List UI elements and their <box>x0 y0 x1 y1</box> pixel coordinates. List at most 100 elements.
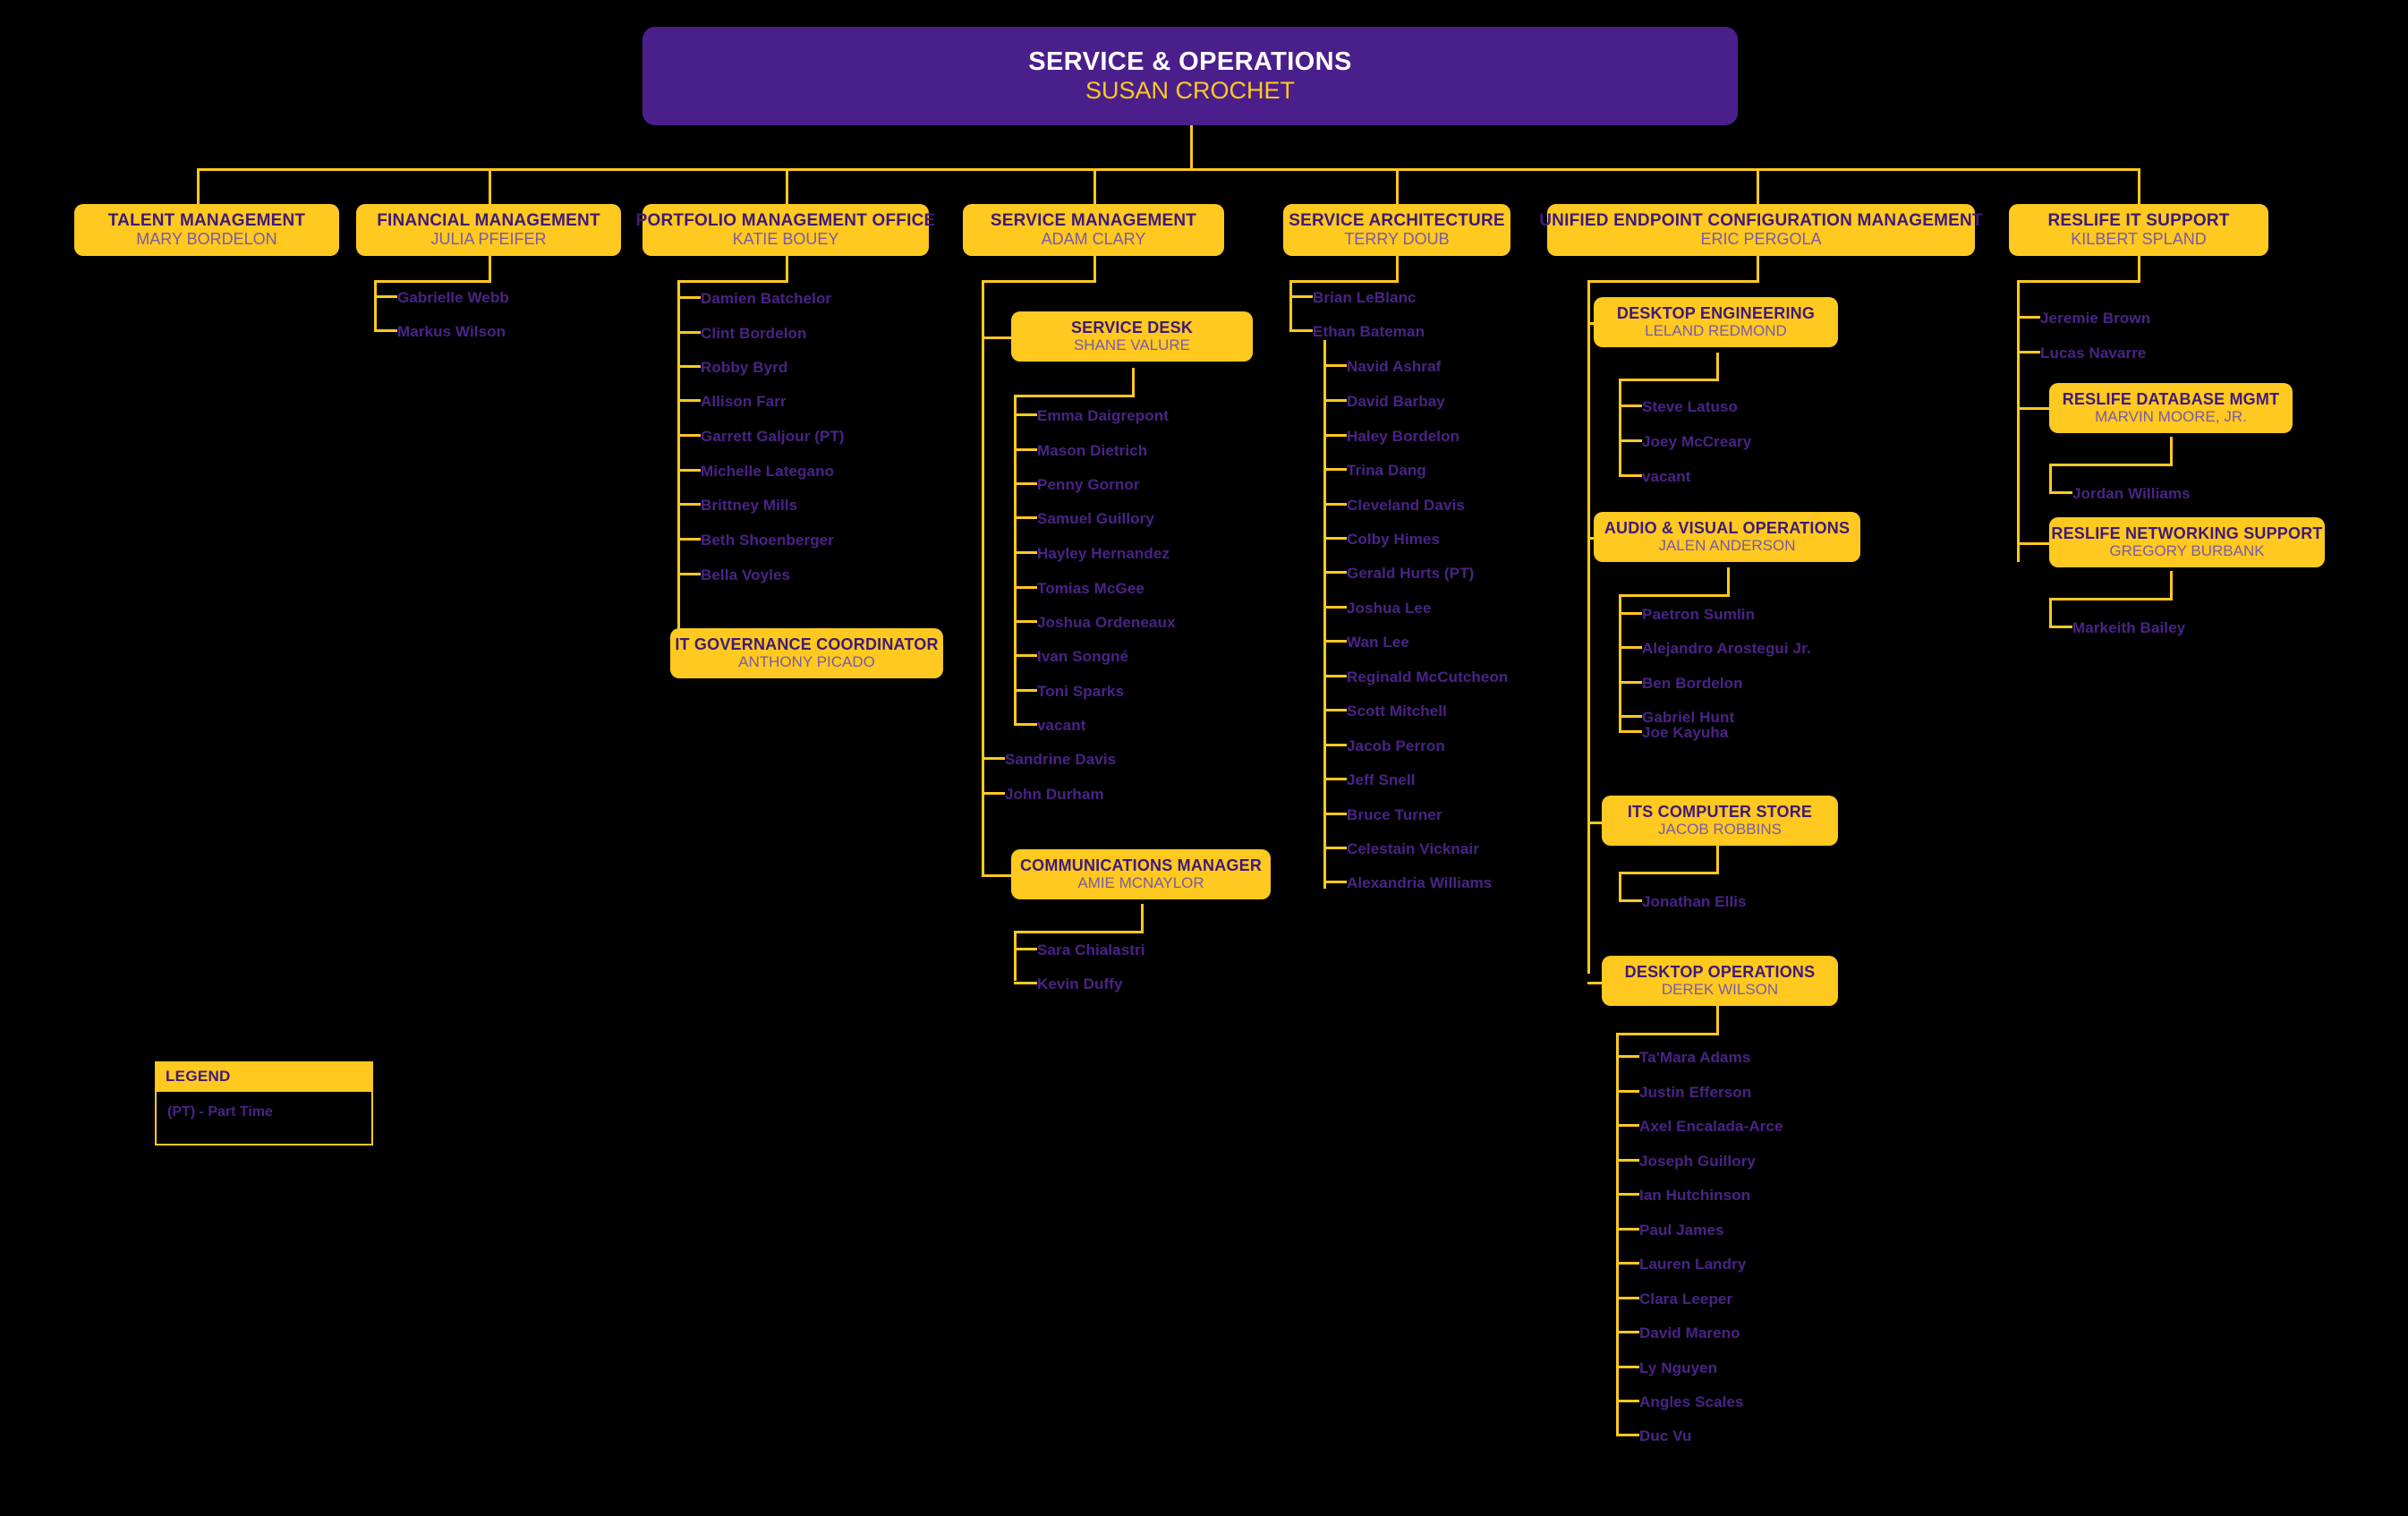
connector-eb-tick-15 <box>1323 847 1347 849</box>
connector-do-tick-4 <box>1616 1159 1639 1162</box>
connector-svcarch-stem <box>1396 255 1399 282</box>
staff-name: Toni Sparks <box>1037 683 1125 700</box>
connector-av-tick-4 <box>1619 715 1642 718</box>
connector-deskops-spine <box>1616 1033 1619 1435</box>
connector-financial-spine <box>374 280 377 331</box>
staff-name: Sara Chialastri <box>1037 941 1145 958</box>
connector-uecm-elbow <box>1587 280 1759 283</box>
node-desktop-operations[interactable]: DESKTOP OPERATIONS DEREK WILSON <box>1602 956 1838 1006</box>
node-title: COMMUNICATIONS MANAGER <box>1019 856 1263 875</box>
staff-name: Garrett Galjour (PT) <box>701 428 845 445</box>
legend: LEGEND (PT) - Part Time <box>155 1061 373 1146</box>
connector-svcmgmt-tick-john <box>982 792 1005 795</box>
staff-name: Ly Nguyen <box>1639 1359 1718 1376</box>
staff-name: Tomias McGee <box>1037 580 1144 597</box>
staff-name: Colby Himes <box>1347 531 1441 548</box>
staff-name: Haley Bordelon <box>1347 428 1460 445</box>
connector-rl-tick-db <box>2017 407 2049 410</box>
staff-name: Bruce Turner <box>1347 806 1442 823</box>
staff-name: Penny Gornor <box>1037 476 1140 493</box>
node-its-computer-store[interactable]: ITS COMPUTER STORE JACOB ROBBINS <box>1602 796 1838 846</box>
node-reslife-database-mgmt[interactable]: RESLIFE DATABASE MGMT MARVIN MOORE, JR. <box>2049 383 2293 433</box>
legend-entry-part-time: (PT) - Part Time <box>155 1092 373 1146</box>
connector-root-stem <box>1190 125 1193 170</box>
node-title: ITS COMPUTER STORE <box>1627 803 1813 822</box>
connector-comms-spine <box>1014 931 1017 981</box>
node-title: UNIFIED ENDPOINT CONFIGURATION MANAGEMEN… <box>1539 211 1983 231</box>
node-audio-visual-operations[interactable]: AUDIO & VISUAL OPERATIONS JALEN ANDERSON <box>1594 512 1860 562</box>
staff-name: Allison Farr <box>701 393 787 410</box>
connector-comms-stem <box>1141 904 1144 933</box>
node-person: MARY BORDELON <box>136 230 277 249</box>
connector-servicedesk-elbow <box>1014 395 1135 397</box>
connector-rl-tick-1 <box>2017 316 2040 319</box>
connector-store-tick-1 <box>1619 899 1642 902</box>
connector-eb-tick-4 <box>1323 468 1347 471</box>
staff-name: Markus Wilson <box>397 323 506 340</box>
staff-name: Paetron Sumlin <box>1642 606 1756 623</box>
connector-pmo-tick-5 <box>677 434 701 437</box>
connector-store-spine <box>1619 872 1621 901</box>
connector-sd-tick-6 <box>1014 586 1037 589</box>
node-reslife-networking-support[interactable]: RESLIFE NETWORKING SUPPORT GREGORY BURBA… <box>2049 517 2325 567</box>
connector-pmo-stem <box>786 255 788 282</box>
staff-name: Cleveland Davis <box>1347 497 1465 514</box>
node-desktop-engineering[interactable]: DESKTOP ENGINEERING LELAND REDMOND <box>1594 297 1838 347</box>
node-service-architecture[interactable]: SERVICE ARCHITECTURE TERRY DOUB <box>1283 204 1510 256</box>
node-title: RESLIFE DATABASE MGMT <box>2062 390 2280 409</box>
connector-deskops-stem <box>1716 1006 1719 1035</box>
connector-svcmgmt-tick-comms <box>982 874 1014 877</box>
node-it-governance-coordinator[interactable]: IT GOVERNANCE COORDINATOR ANTHONY PICADO <box>670 628 943 678</box>
node-communications-manager[interactable]: COMMUNICATIONS MANAGER AMIE MCNAYLOR <box>1011 849 1271 899</box>
staff-name: Clint Bordelon <box>701 325 807 342</box>
node-service-and-operations[interactable]: SERVICE & OPERATIONS SUSAN CROCHET <box>642 27 1738 125</box>
node-person: GREGORY BURBANK <box>2109 542 2265 560</box>
node-title: RESLIFE IT SUPPORT <box>2047 211 2230 231</box>
connector-uecm-spine <box>1587 280 1590 974</box>
connector-eb-tick-8 <box>1323 606 1347 609</box>
staff-name: Steve Latuso <box>1642 398 1739 415</box>
connector-rldb-tick-1 <box>2049 491 2072 494</box>
node-service-management[interactable]: SERVICE MANAGEMENT ADAM CLARY <box>963 204 1224 256</box>
connector-eb-tick-2 <box>1323 399 1347 402</box>
connector-deskeng-spine <box>1619 379 1621 477</box>
connector-eb-tick-13 <box>1323 778 1347 780</box>
connector-sd-tick-4 <box>1014 516 1037 519</box>
connector-sd-tick-10 <box>1014 723 1037 726</box>
connector-av-spine <box>1619 594 1621 732</box>
connector-bateman-spine <box>1323 340 1326 889</box>
connector-deskeng-elbow <box>1619 379 1719 381</box>
connector-do-tick-12 <box>1616 1434 1639 1436</box>
connector-de-tick-1 <box>1619 405 1642 407</box>
staff-name: John Durham <box>1005 786 1104 803</box>
connector-do-tick-9 <box>1616 1331 1639 1333</box>
node-service-desk[interactable]: SERVICE DESK SHANE VALURE <box>1011 311 1253 362</box>
node-reslife-it-support[interactable]: RESLIFE IT SUPPORT KILBERT SPLAND <box>2009 204 2268 256</box>
connector-pmo-tick-2 <box>677 331 701 334</box>
connector-drop-reslife <box>2138 168 2140 206</box>
node-portfolio-management-office[interactable]: PORTFOLIO MANAGEMENT OFFICE KATIE BOUEY <box>636 204 935 256</box>
connector-pmo-tick-9 <box>677 573 701 575</box>
connector-financial-elbow <box>374 280 491 283</box>
node-talent-management[interactable]: TALENT MANAGEMENT MARY BORDELON <box>74 204 339 256</box>
connector-eb-tick-1 <box>1323 364 1347 367</box>
node-unified-endpoint-configuration-management[interactable]: UNIFIED ENDPOINT CONFIGURATION MANAGEMEN… <box>1539 204 1983 256</box>
staff-name: David Barbay <box>1347 393 1445 410</box>
connector-eb-tick-10 <box>1323 675 1347 677</box>
connector-deskops-elbow <box>1616 1033 1719 1035</box>
connector-reslife-stem <box>2138 255 2140 282</box>
connector-de-tick-2 <box>1619 439 1642 442</box>
legend-header: LEGEND <box>155 1061 373 1092</box>
staff-name: Reginald McCutcheon <box>1347 669 1509 686</box>
connector-do-tick-3 <box>1616 1124 1639 1127</box>
connector-pmo-tick-8 <box>677 538 701 541</box>
node-person: TERRY DOUB <box>1344 230 1450 249</box>
connector-svcmgmt-stem <box>1093 255 1096 282</box>
staff-name: Joshua Lee <box>1347 600 1432 617</box>
node-financial-management[interactable]: FINANCIAL MANAGEMENT JULIA PFEIFER <box>356 204 621 256</box>
connector-rldb-elbow <box>2049 464 2173 466</box>
staff-name: Lucas Navarre <box>2040 345 2147 362</box>
node-person: ADAM CLARY <box>1041 230 1146 249</box>
connector-svcarch-spine <box>1289 280 1292 331</box>
connector-eb-tick-6 <box>1323 537 1347 540</box>
